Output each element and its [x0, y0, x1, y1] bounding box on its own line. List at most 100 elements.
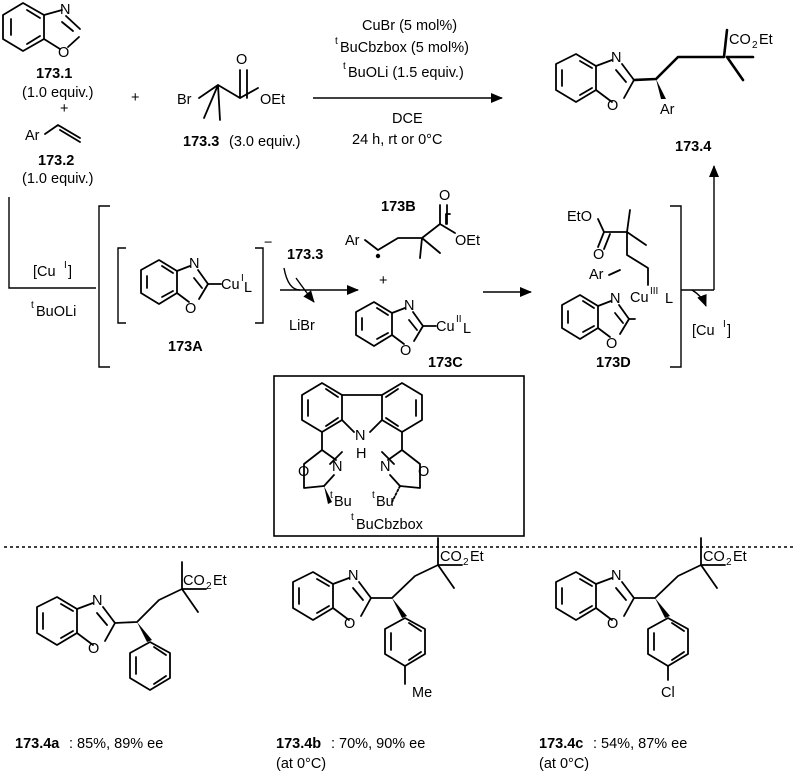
svg-text:EtO: EtO	[567, 209, 592, 225]
result-173-4c-text: : 54%, 87% ee	[593, 736, 687, 752]
styrene-173-2: Ar	[25, 124, 81, 144]
svg-text:L: L	[463, 321, 471, 337]
radical-173B: Ar O OEt	[345, 188, 480, 259]
compound-173-3-label: 173.3	[183, 134, 219, 150]
svg-text:Cu: Cu	[630, 290, 649, 306]
svg-text:CO: CO	[440, 549, 462, 565]
compound-173-3-equiv: (3.0 equiv.)	[229, 134, 300, 150]
svg-text:t: t	[335, 36, 338, 47]
outer-bracket-right	[670, 205, 682, 368]
atom-o: O	[58, 45, 69, 61]
result-173-4b-text: : 70%, 90% ee	[331, 736, 425, 752]
compound-173D-label: 173D	[596, 355, 631, 371]
svg-text:Cu: Cu	[221, 277, 240, 293]
plus-sign-2: +	[131, 90, 139, 106]
svg-text:III: III	[650, 286, 658, 297]
reagent-173-3-label: 173.3	[287, 247, 323, 263]
atom-n: N	[60, 2, 70, 18]
atom-ar: Ar	[25, 128, 40, 144]
atom-cl: Cl	[661, 685, 675, 701]
condition-line-1: CuBr (5 mol%)	[362, 18, 457, 34]
ligand-tbucbzbox: N H O N t Bu O N t Bu	[298, 382, 429, 510]
product-173-4c: N O CO 2 Et Cl	[555, 537, 747, 701]
svg-text:O: O	[185, 301, 196, 317]
ligand-box	[273, 375, 525, 537]
compound-173-4-label: 173.4	[675, 139, 711, 155]
svg-text:N: N	[611, 50, 621, 66]
atom-oet: OEt	[260, 92, 285, 108]
svg-text:Ar: Ar	[345, 233, 360, 249]
svg-text:t: t	[31, 300, 34, 311]
compound-173-2-label: 173.2	[38, 153, 74, 169]
svg-text:Bu: Bu	[334, 494, 352, 510]
condition-line-5: 24 h, rt or 0°C	[352, 132, 442, 148]
svg-text:H: H	[356, 446, 366, 462]
svg-text:O: O	[344, 616, 355, 632]
svg-text:N: N	[92, 593, 102, 609]
svg-text:Cu: Cu	[436, 319, 455, 335]
compound-173B-label: 173B	[381, 199, 416, 215]
catalyst-entry-line	[8, 197, 96, 289]
svg-text:Ar: Ar	[660, 102, 675, 118]
copper-173D: EtO O Ar N O Cu III L	[561, 209, 673, 352]
ligand-name: BuCbzbox	[356, 517, 424, 533]
svg-text:L: L	[244, 280, 252, 296]
inner-bracket-left	[117, 247, 126, 324]
svg-text:II: II	[456, 314, 462, 325]
svg-text:L: L	[665, 291, 673, 307]
compound-173-1-label: 173.1	[36, 66, 72, 82]
svg-text:2: 2	[463, 557, 469, 568]
svg-text:Et: Et	[759, 32, 773, 48]
product-173-4a: N O CO 2 Et	[36, 561, 227, 691]
svg-text:2: 2	[752, 40, 758, 51]
compound-173-2-equiv: (1.0 equiv.)	[22, 171, 93, 187]
svg-text:[Cu: [Cu	[692, 323, 715, 339]
svg-text:t: t	[343, 61, 346, 72]
condition-line-2: BuCbzbox (5 mol%)	[340, 40, 469, 56]
compound-173-1-equiv: (1.0 equiv.)	[22, 85, 93, 101]
svg-text:+: +	[379, 273, 387, 289]
svg-text:N: N	[610, 291, 620, 307]
bromoester-173-3: Br O OEt	[177, 52, 285, 121]
svg-text:O: O	[298, 464, 309, 480]
compound-173C-label: 173C	[428, 355, 463, 371]
compound-173A-label: 173A	[168, 339, 203, 355]
svg-text:O: O	[88, 641, 99, 657]
svg-text:N: N	[348, 568, 358, 584]
result-173-4b-note: (at 0°C)	[276, 756, 326, 772]
svg-text:O: O	[439, 188, 450, 204]
svg-text:−: −	[264, 235, 272, 251]
svg-text:N: N	[404, 298, 414, 314]
svg-text:N: N	[189, 256, 199, 272]
product-173-4b: N O CO 2 Et Me	[292, 537, 484, 701]
inner-bracket-right	[255, 247, 264, 324]
svg-text:Ar: Ar	[589, 267, 604, 283]
atom-me: Me	[412, 685, 432, 701]
svg-text:t: t	[351, 512, 354, 523]
svg-text:[Cu: [Cu	[33, 264, 56, 280]
svg-text:Et: Et	[470, 549, 484, 565]
result-173-4a-id: 173.4a	[15, 736, 60, 752]
result-173-4a-text: : 85%, 89% ee	[69, 736, 163, 752]
benzoxazole-173-1: N O	[2, 2, 81, 61]
svg-text:2: 2	[726, 557, 732, 568]
svg-text:N: N	[355, 428, 365, 444]
libr-label: LiBr	[289, 318, 315, 334]
svg-text:N: N	[332, 459, 342, 475]
result-173-4c-id: 173.4c	[539, 736, 583, 752]
svg-text:2: 2	[206, 581, 212, 592]
svg-text:CO: CO	[729, 32, 751, 48]
svg-text:I: I	[723, 319, 726, 330]
product-173-4: N O Ar CO 2 Et	[555, 28, 773, 118]
svg-text:O: O	[607, 98, 618, 114]
copper-173C: N O Cu II L	[355, 298, 471, 359]
svg-text:O: O	[400, 343, 411, 359]
svg-text:Et: Et	[733, 549, 747, 565]
svg-text:]: ]	[68, 264, 72, 280]
svg-text:Bu: Bu	[376, 494, 394, 510]
condition-line-4: DCE	[392, 111, 423, 127]
svg-text:O: O	[606, 336, 617, 352]
svg-text:CO: CO	[183, 573, 205, 589]
svg-text:O: O	[607, 616, 618, 632]
